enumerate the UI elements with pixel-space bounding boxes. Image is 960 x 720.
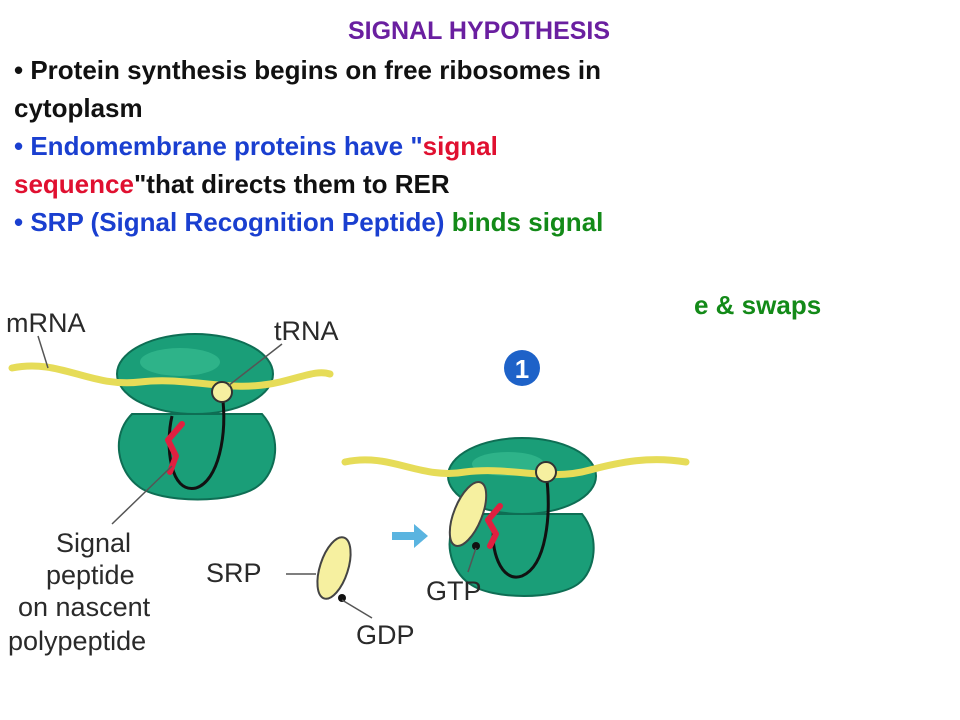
trna-right [535,461,557,483]
gtp-leader-line [467,547,477,573]
srp-diagram: 1 mRNA tRNA Signal peptide on nascent [0,266,694,686]
mrna-strand-left [8,362,334,390]
bullet-1-text: Protein synthesis begins on free ribosom… [30,55,602,85]
gtp-dot [472,542,480,550]
signal-peptide-leader-line [111,465,173,525]
trna-leader-line [227,343,283,387]
bullet-2-text-red-2: sequence [14,169,134,199]
bullet-2-line-1: • Endomembrane proteins have "signal [14,127,944,165]
bullet-1-line-2: cytoplasm [14,93,143,123]
bullet-3-text-green: binds signal [451,207,604,237]
clipped-text-fragment: e & swaps [694,290,822,320]
srp-bound [448,481,488,547]
gdp-dot [338,594,346,602]
bullet-2-text-blue: Endomembrane proteins have " [30,131,423,161]
mrna-leader-line [37,335,49,369]
bullet-3-text-blue: SRP (Signal Recognition Peptide) [30,207,452,237]
ribosome-right [341,437,690,597]
srp-diagram-svg: 1 mRNA tRNA Signal peptide on nascent [6,308,690,656]
bullet-dot: • [14,55,24,85]
slide-title: SIGNAL HYPOTHESIS [347,17,611,45]
mrna-label: mRNA [6,308,86,338]
ribosome-right-large-subunit [448,513,595,597]
step-arrow [392,524,428,548]
gdp-leader-line [341,599,373,619]
signal-peptide-right [485,503,503,549]
bullet-2-text-red: signal [422,131,498,161]
bullet-2-text-black: "that directs them to RER [133,169,450,199]
step-badge [504,350,540,386]
bullet-dot: • [14,207,24,237]
srp-particle [316,536,352,600]
gtp-label: GTP [426,576,482,606]
slide-text: SIGNAL HYPOTHESIS • Protein synthesis be… [14,12,944,241]
bullet-3-line-1: • SRP (Signal Recognition Peptide) binds… [14,203,944,241]
gdp-label: GDP [356,620,415,650]
trna-label: tRNA [274,316,339,346]
ribosome-left-highlight [140,348,220,376]
ribosome-left [8,333,334,501]
signal-peptide-label-line-3: on nascent [18,592,151,622]
bullet-dot: • [14,131,24,161]
step-number: 1 [515,354,529,384]
trna-left [211,381,233,403]
ribosome-left-large-subunit [117,413,276,501]
signal-peptide-label-line-4: polypeptide [8,626,146,656]
polypeptide-right [491,471,550,579]
bullet-2-line-2: sequence"that directs them to RER [14,165,944,203]
signal-peptide-left [165,421,185,475]
bullet-1-line-1: • Protein synthesis begins on free ribos… [14,51,944,89]
mrna-strand-right [341,456,690,479]
srp-free [316,536,352,602]
srp-label: SRP [206,558,262,588]
signal-peptide-label-line-2: peptide [46,560,135,590]
signal-peptide-label-line-1: Signal [56,528,131,558]
